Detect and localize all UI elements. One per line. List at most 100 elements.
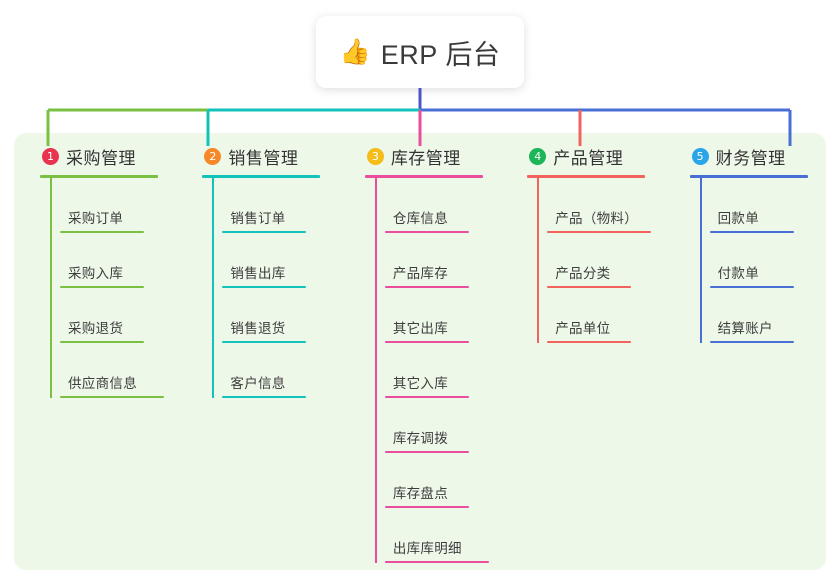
branch-child-underline bbox=[222, 231, 307, 233]
branch-column-4: 4 产品管理产品（物料） 产品分类产品单位 bbox=[527, 133, 663, 570]
branch-children: 采购订单采购入库采购退货供应商信息 bbox=[40, 178, 176, 398]
branch-children: 销售订单销售出库销售退货客户信息 bbox=[202, 178, 338, 398]
branch-child-label: 库存盘点 bbox=[392, 486, 449, 501]
branch-child-underline bbox=[60, 396, 164, 398]
branch-child-label: 销售出库 bbox=[230, 266, 286, 281]
branch-child-item[interactable]: 其它入库 bbox=[375, 343, 501, 398]
branch-child-label: 库存调拨 bbox=[392, 431, 449, 446]
branch-column-5: 5 财务管理回款单付款单结算账户 bbox=[689, 133, 826, 570]
branch-child-item[interactable]: 付款单 bbox=[700, 233, 826, 288]
branch-underline bbox=[689, 175, 808, 178]
branch-number-badge: 2 bbox=[204, 147, 222, 165]
branch-header-5[interactable]: 5 财务管理 bbox=[690, 143, 826, 169]
branch-child-label: 产品单位 bbox=[555, 321, 611, 336]
branch-child-label: 仓库信息 bbox=[392, 211, 449, 226]
branch-child-underline bbox=[222, 396, 307, 398]
branch-child-item[interactable]: 采购退货 bbox=[50, 288, 176, 343]
branch-child-underline bbox=[384, 286, 469, 288]
branch-child-label: 客户信息 bbox=[230, 376, 286, 391]
branch-child-underline bbox=[384, 451, 469, 453]
branch-child-item[interactable]: 销售出库 bbox=[212, 233, 338, 288]
branch-child-item[interactable]: 出库库明细 bbox=[375, 508, 501, 563]
branch-child-item[interactable]: 采购订单 bbox=[50, 178, 176, 233]
branch-child-underline bbox=[60, 231, 144, 233]
branch-child-label: 其它入库 bbox=[392, 376, 449, 391]
branch-child-label: 销售订单 bbox=[230, 211, 286, 226]
branch-child-label: 采购退货 bbox=[68, 321, 124, 336]
branch-column-2: 2 销售管理销售订单销售出库销售退货客户信息 bbox=[202, 133, 338, 570]
branch-child-item[interactable]: 客户信息 bbox=[212, 343, 338, 398]
branch-number-badge: 5 bbox=[691, 147, 709, 165]
branch-header-3[interactable]: 3 库存管理 bbox=[365, 143, 501, 169]
content-panel bbox=[14, 133, 826, 570]
root-node[interactable]: 👍 ERP 后台 bbox=[316, 16, 524, 88]
branch-spine bbox=[699, 178, 702, 343]
branch-child-underline bbox=[547, 286, 632, 288]
branch-child-underline bbox=[709, 286, 794, 288]
branch-child-label: 产品分类 bbox=[555, 266, 611, 281]
root-node-title: ERP 后台 bbox=[380, 39, 501, 70]
branch-child-underline bbox=[384, 231, 469, 233]
branch-child-item[interactable]: 产品分类 bbox=[537, 233, 663, 288]
branch-child-item[interactable]: 库存盘点 bbox=[375, 453, 501, 508]
branch-child-underline bbox=[384, 561, 489, 563]
branch-spine bbox=[50, 178, 52, 398]
branch-child-underline bbox=[709, 231, 794, 233]
branch-child-item[interactable]: 采购入库 bbox=[50, 233, 176, 288]
branch-spine bbox=[537, 178, 540, 343]
branch-child-item[interactable]: 仓库信息 bbox=[375, 178, 501, 233]
branch-header-4[interactable]: 4 产品管理 bbox=[527, 143, 663, 169]
branch-child-item[interactable]: 库存调拨 bbox=[375, 398, 501, 453]
branch-child-label: 产品（物料） bbox=[555, 211, 639, 226]
branch-underline bbox=[364, 175, 483, 178]
branch-spine bbox=[374, 178, 377, 563]
branch-child-item[interactable]: 销售退货 bbox=[212, 288, 338, 343]
branch-column-3: 3 库存管理仓库信息产品库存其它出库其它入库库存调拨库存盘点出库库明细 bbox=[364, 133, 501, 570]
branch-child-item[interactable]: 产品库存 bbox=[375, 233, 501, 288]
branch-child-underline bbox=[547, 341, 632, 343]
branch-number-badge: 1 bbox=[42, 147, 59, 165]
branch-child-label: 出库库明细 bbox=[392, 541, 462, 556]
branch-child-label: 回款单 bbox=[717, 211, 760, 226]
branch-child-item[interactable]: 结算账户 bbox=[700, 288, 826, 343]
branch-child-underline bbox=[60, 341, 144, 343]
branch-child-label: 销售退货 bbox=[230, 321, 286, 336]
branch-child-label: 采购入库 bbox=[68, 266, 124, 281]
branch-children: 仓库信息产品库存其它出库其它入库库存调拨库存盘点出库库明细 bbox=[365, 178, 501, 563]
branch-title: 库存管理 bbox=[390, 148, 461, 168]
branch-child-label: 供应商信息 bbox=[68, 376, 137, 391]
branch-child-item[interactable]: 供应商信息 bbox=[50, 343, 176, 398]
branch-child-underline bbox=[222, 286, 307, 288]
branch-child-underline bbox=[222, 341, 307, 343]
branch-child-label: 结算账户 bbox=[717, 321, 773, 336]
branch-children: 回款单付款单结算账户 bbox=[690, 178, 826, 343]
branch-child-item[interactable]: 产品单位 bbox=[537, 288, 663, 343]
branch-title: 销售管理 bbox=[228, 148, 299, 168]
branch-child-item[interactable]: 回款单 bbox=[700, 178, 826, 233]
branch-child-underline bbox=[547, 231, 652, 233]
branch-child-item[interactable]: 产品（物料） bbox=[537, 178, 663, 233]
branch-number-badge: 3 bbox=[366, 147, 384, 165]
branch-header-2[interactable]: 2 销售管理 bbox=[202, 143, 338, 169]
branch-child-label: 其它出库 bbox=[392, 321, 449, 336]
branch-child-underline bbox=[709, 341, 794, 343]
branch-underline bbox=[202, 175, 321, 178]
thumbs-up-icon: 👍 bbox=[339, 37, 371, 66]
branch-underline bbox=[40, 175, 158, 178]
branch-children: 产品（物料） 产品分类产品单位 bbox=[527, 178, 663, 343]
branch-child-underline bbox=[384, 506, 469, 508]
branch-number-badge: 4 bbox=[529, 147, 547, 165]
branch-child-item[interactable]: 其它出库 bbox=[375, 288, 501, 343]
branch-child-label: 产品库存 bbox=[392, 266, 449, 281]
branch-child-item[interactable]: 销售订单 bbox=[212, 178, 338, 233]
branch-child-underline bbox=[384, 341, 469, 343]
branch-child-underline bbox=[60, 286, 144, 288]
branch-title: 财务管理 bbox=[715, 148, 786, 168]
branch-child-label: 采购订单 bbox=[68, 211, 124, 226]
branch-child-label: 付款单 bbox=[717, 266, 760, 281]
branch-title: 产品管理 bbox=[553, 148, 624, 168]
